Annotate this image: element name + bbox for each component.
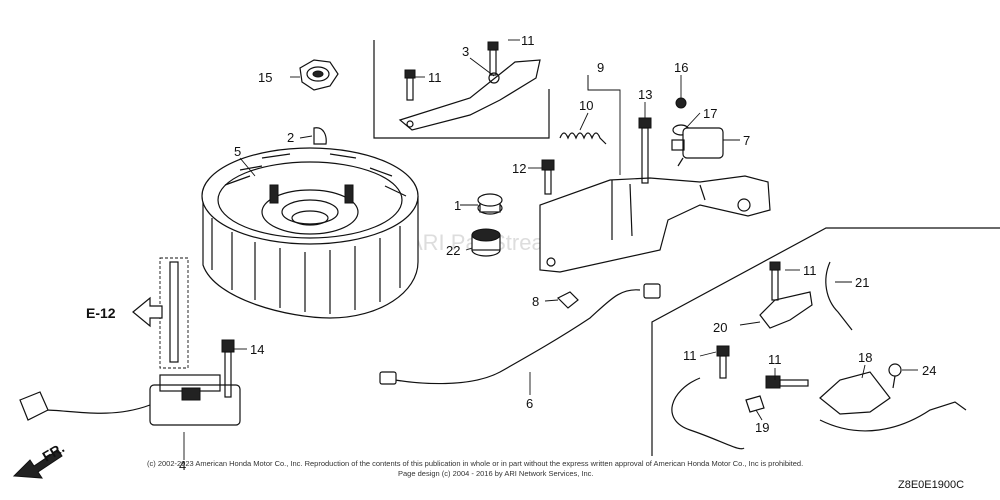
callout-15: 15 [258,70,272,85]
grommet-1-part [477,193,503,215]
clip-8-part [556,291,579,309]
callout-6: 6 [526,396,533,411]
callout-4: 4 [179,458,186,473]
callout-5: 5 [234,144,241,159]
reference-arrow-icon [132,296,163,328]
callout-3: 3 [462,44,469,59]
callout-19: 19 [755,420,769,435]
bracket-part [398,41,541,131]
leader-lines [183,39,918,460]
callout-11-lower: 11 [683,348,697,363]
clip-19-part [745,395,765,413]
callout-12: 12 [512,161,526,176]
callout-11-top: 11 [521,33,535,48]
grommet-22-part [471,228,501,257]
callout-24: 24 [922,363,936,378]
callout-11-mid: 11 [768,352,782,367]
copyright-line-2: Page design (c) 2004 - 2016 by ARI Netwo… [398,469,594,478]
front-direction-arrow-icon [12,449,63,479]
callout-18: 18 [858,350,872,365]
bolt-13-part [638,117,652,184]
callout-17: 17 [703,106,717,121]
callout-14: 14 [250,342,264,357]
callout-10: 10 [579,98,593,113]
bracket-frame-right [651,227,1000,456]
callout-9: 9 [597,60,604,75]
bolt-11-lower-part [716,345,730,357]
nut-part [299,59,339,91]
ignition-coil-part [19,261,241,426]
callout-13: 13 [638,87,652,102]
callout-7: 7 [743,133,750,148]
stud-dashed-box [159,257,189,369]
diagram-code: Z8E0E1900C [898,479,964,491]
governor-arm-part [539,175,771,273]
callout-21: 21 [855,275,869,290]
reference-label: E-12 [86,305,116,321]
flywheel-part [201,147,419,319]
callout-11-right: 11 [803,263,817,278]
copyright-line-1: (c) 2002-2023 American Honda Motor Co., … [147,459,803,468]
key-part [313,127,327,145]
callout-8: 8 [532,294,539,309]
callout-11-left: 11 [428,70,442,85]
stop-wire-part [379,283,661,385]
callout-16: 16 [674,60,688,75]
callout-20: 20 [713,320,727,335]
bracket-18-part [765,371,891,415]
wire-21-part [825,261,853,331]
spring-part [559,132,607,145]
callout-22: 22 [446,243,460,258]
clip-24-part [888,363,902,389]
callout-1: 1 [454,198,461,213]
bracket-20-part [759,261,813,329]
wire-harness-part [671,377,967,450]
callout-2: 2 [287,130,294,145]
bolt-12-part [541,159,555,195]
bracket-frame-top [373,40,550,139]
